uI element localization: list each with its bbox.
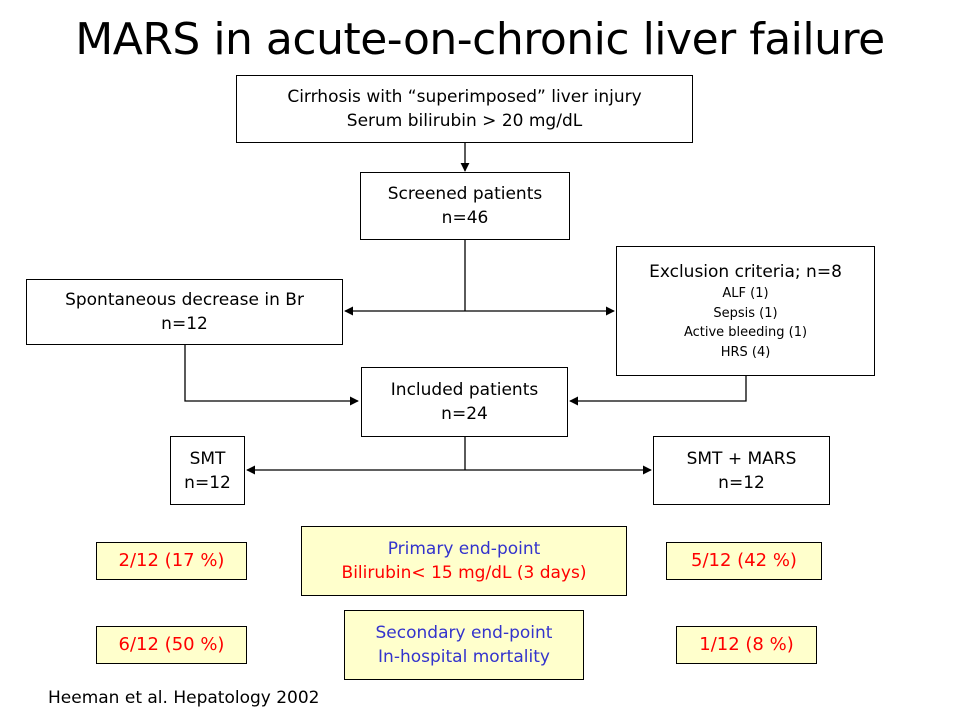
inclusion-line-2: Serum bilirubin > 20 mg/dL	[346, 111, 583, 131]
secondary-mars-value: 1/12 (8 %)	[699, 634, 794, 655]
smt-count: n=12	[184, 472, 231, 493]
exclusion-item: Active bleeding (1)	[683, 325, 808, 340]
exclusion-item: Sepsis (1)	[713, 305, 778, 321]
screened-count: n=46	[441, 208, 489, 228]
secondary-smt-value: 6/12 (50 %)	[118, 634, 225, 655]
exclusion-item: ALF (1)	[722, 286, 769, 301]
spontaneous-label: Spontaneous decrease in Br	[65, 290, 304, 310]
secondary-endpoint-box: Secondary end-point In-hospital mortalit…	[344, 610, 584, 680]
spontaneous-count: n=12	[161, 314, 208, 334]
arrow-spontaneous-to-included	[184, 345, 359, 406]
primary-mars-value: 5/12 (42 %)	[691, 550, 797, 571]
included-patients-box: Included patients n=24	[361, 367, 568, 437]
smt-arm-box: SMT n=12	[170, 436, 245, 505]
secondary-smt-result: 6/12 (50 %)	[96, 626, 247, 664]
primary-endpoint-label: Primary end-point	[387, 539, 541, 559]
secondary-endpoint-criterion: In-hospital mortality	[378, 647, 550, 667]
primary-endpoint-box: Primary end-point Bilirubin< 15 mg/dL (3…	[301, 526, 627, 596]
arrow-exclusion-to-included	[569, 376, 747, 406]
secondary-mars-result: 1/12 (8 %)	[676, 626, 817, 664]
exclusion-item: HRS (4)	[720, 344, 771, 360]
smt-mars-count: n=12	[718, 472, 765, 493]
screened-patients-box: Screened patients n=46	[360, 172, 570, 240]
primary-mars-result: 5/12 (42 %)	[666, 542, 822, 580]
inclusion-criteria-box: Cirrhosis with “superimposed” liver inju…	[236, 75, 693, 143]
secondary-endpoint-label: Secondary end-point	[375, 623, 553, 643]
included-label: Included patients	[390, 380, 539, 400]
primary-endpoint-criterion: Bilirubin< 15 mg/dL (3 days)	[341, 563, 587, 583]
citation: Heeman et al. Hepatology 2002	[48, 688, 320, 708]
smt-mars-label: SMT + MARS	[686, 448, 797, 469]
primary-smt-value: 2/12 (17 %)	[118, 550, 225, 571]
primary-smt-result: 2/12 (17 %)	[96, 542, 247, 580]
exclusion-heading: Exclusion criteria; n=8	[649, 262, 842, 282]
slide-title: MARS in acute-on-chronic liver failure	[75, 14, 885, 65]
exclusion-criteria-box: Exclusion criteria; n=8 ALF (1) Sepsis (…	[616, 246, 875, 376]
spontaneous-decrease-box: Spontaneous decrease in Br n=12	[26, 279, 343, 345]
included-count: n=24	[441, 404, 488, 424]
smt-label: SMT	[189, 448, 226, 469]
screened-label: Screened patients	[387, 184, 543, 204]
smt-mars-arm-box: SMT + MARS n=12	[653, 436, 830, 505]
inclusion-line-1: Cirrhosis with “superimposed” liver inju…	[287, 87, 642, 107]
